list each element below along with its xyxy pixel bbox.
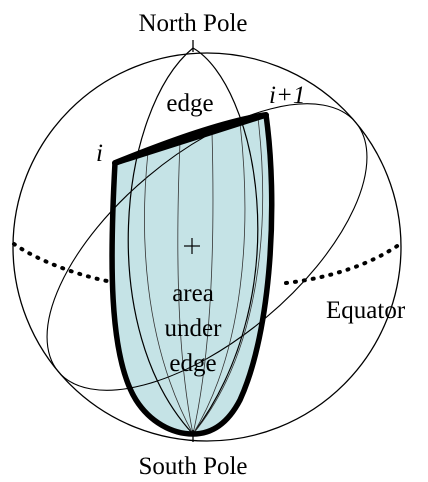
area-label-line2: under	[165, 315, 223, 342]
north-pole-label: North Pole	[138, 10, 247, 37]
vertex-i-plus-1-text: i+1	[269, 82, 305, 109]
area-boundary	[109, 112, 275, 437]
edge-label: edge	[166, 90, 213, 117]
edge-segment	[112, 112, 269, 166]
great-circle-tilted	[46, 103, 368, 391]
sphere-outline	[12, 52, 402, 442]
vertex-i-plus-1-label: i+1	[269, 82, 305, 109]
south-pole-label: South Pole	[138, 453, 247, 480]
equator-front-right	[284, 242, 402, 285]
area-under-edge-region	[112, 115, 272, 434]
meridian-i-plus-1	[192, 47, 259, 435]
equator-front-left	[12, 242, 114, 284]
area-label-line1: area	[172, 280, 214, 307]
centroid-marker	[184, 238, 200, 254]
area-label-line3: edge	[169, 350, 216, 377]
vertex-i-label: i	[96, 140, 103, 167]
interior-meridians	[144, 117, 263, 435]
meridian-i	[127, 47, 194, 435]
equator-label: Equator	[326, 297, 406, 324]
